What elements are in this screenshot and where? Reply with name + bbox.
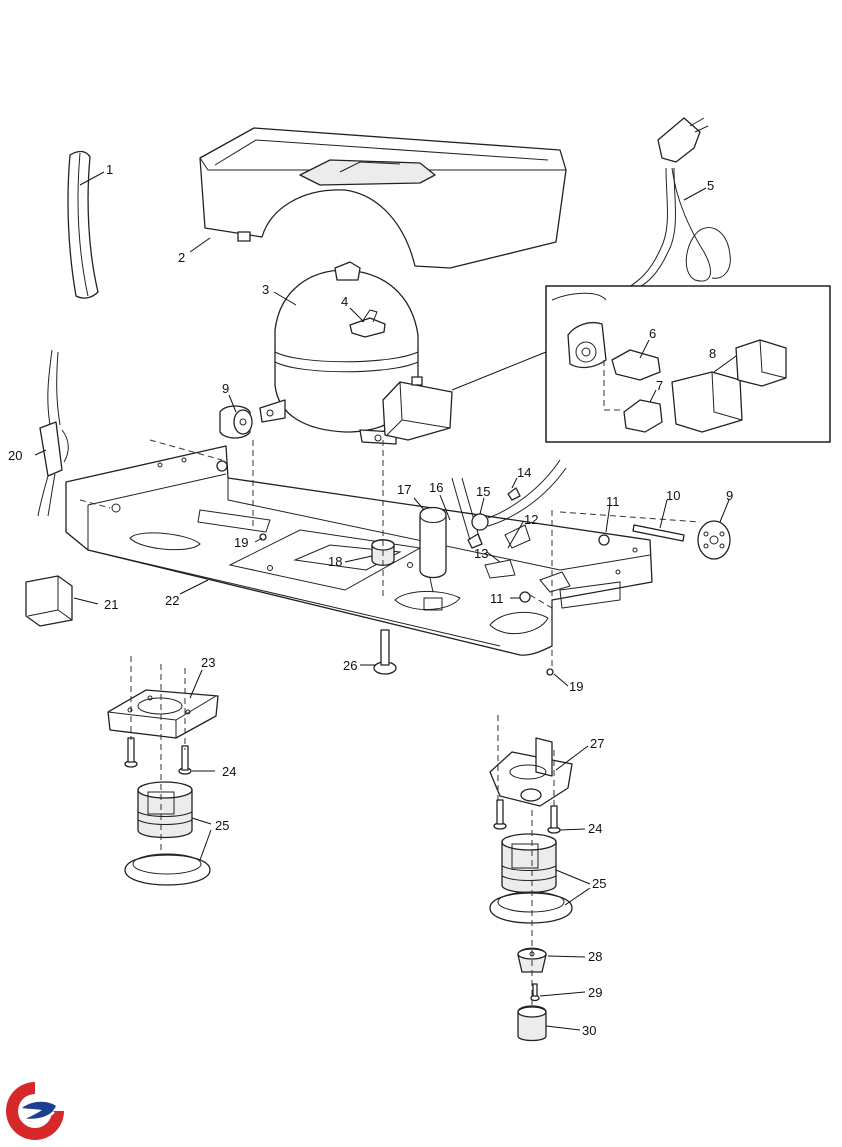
part-21-clip (25, 575, 73, 627)
callout-14: 14 (517, 465, 531, 480)
part-2-drip-tray (199, 127, 567, 269)
part-9-grommet-right (697, 520, 731, 560)
part-24-screws-right (493, 799, 561, 834)
callout-10: 10 (666, 488, 680, 503)
callout-30: 30 (582, 1023, 596, 1038)
part-17-filter-drier (419, 506, 447, 593)
leader-lines (34, 171, 737, 1031)
callout-25-left: 25 (215, 818, 229, 833)
callout-23: 23 (201, 655, 215, 670)
callout-17: 17 (397, 482, 411, 497)
callout-21: 21 (104, 597, 118, 612)
callout-18: 18 (328, 554, 342, 569)
part-relay-box (382, 376, 453, 441)
part-22-base-plate (65, 445, 653, 656)
part-29-screw (530, 983, 540, 1002)
callout-25-right: 25 (592, 876, 606, 891)
part-1-tube (67, 150, 99, 299)
callout-11-top: 11 (606, 494, 620, 509)
part-3-compressor (259, 261, 419, 445)
part-24-screws-left (124, 737, 192, 775)
part-30-cap (517, 1005, 547, 1042)
part-25-adjuster-right (489, 833, 573, 924)
callout-19-top: 19 (234, 535, 248, 550)
inset-detail-frame (451, 285, 831, 443)
part-9-grommet-left (219, 405, 253, 439)
callout-6: 6 (649, 326, 656, 341)
callout-20: 20 (8, 448, 22, 463)
callout-22: 22 (165, 593, 179, 608)
callout-24-left: 24 (222, 764, 236, 779)
callout-4: 4 (341, 294, 348, 309)
callout-9-left: 9 (222, 381, 229, 396)
callout-15: 15 (476, 484, 490, 499)
callout-16: 16 (429, 480, 443, 495)
part-20-sensor (37, 349, 69, 517)
callout-12: 12 (524, 512, 538, 527)
callout-24-right: 24 (588, 821, 602, 836)
part-small-fasteners-base (216, 460, 610, 603)
part-25-adjuster-left (124, 781, 211, 886)
callout-26: 26 (343, 658, 357, 673)
part-10-rod (632, 524, 685, 542)
part-27-bracket (489, 737, 573, 807)
callout-27: 27 (590, 736, 604, 751)
part-5-power-cord (624, 117, 731, 293)
callout-numbers: 1 2 3 4 5 6 7 8 9 9 10 11 11 12 13 14 15… (8, 162, 733, 1038)
assembly-lines-lower-right (497, 715, 555, 1005)
part-4-clip (349, 309, 386, 338)
callout-9-right: 9 (726, 488, 733, 503)
assembly-lines-lower-left (130, 656, 186, 850)
callout-29: 29 (588, 985, 602, 1000)
callout-8: 8 (709, 346, 716, 361)
callout-7: 7 (656, 378, 663, 393)
callout-2: 2 (178, 250, 185, 265)
callout-13: 13 (474, 546, 488, 561)
callout-5: 5 (707, 178, 714, 193)
part-26-foot-screw (373, 629, 397, 675)
callout-28: 28 (588, 949, 602, 964)
brand-logo-icon (6, 1082, 64, 1140)
assembly-lines-upper (79, 439, 701, 668)
callout-11-bottom: 11 (490, 591, 504, 606)
callout-19-bottom: 19 (569, 679, 583, 694)
callout-1: 1 (106, 162, 113, 177)
part-23-mounting-plate (107, 689, 219, 739)
callout-3: 3 (262, 282, 269, 297)
